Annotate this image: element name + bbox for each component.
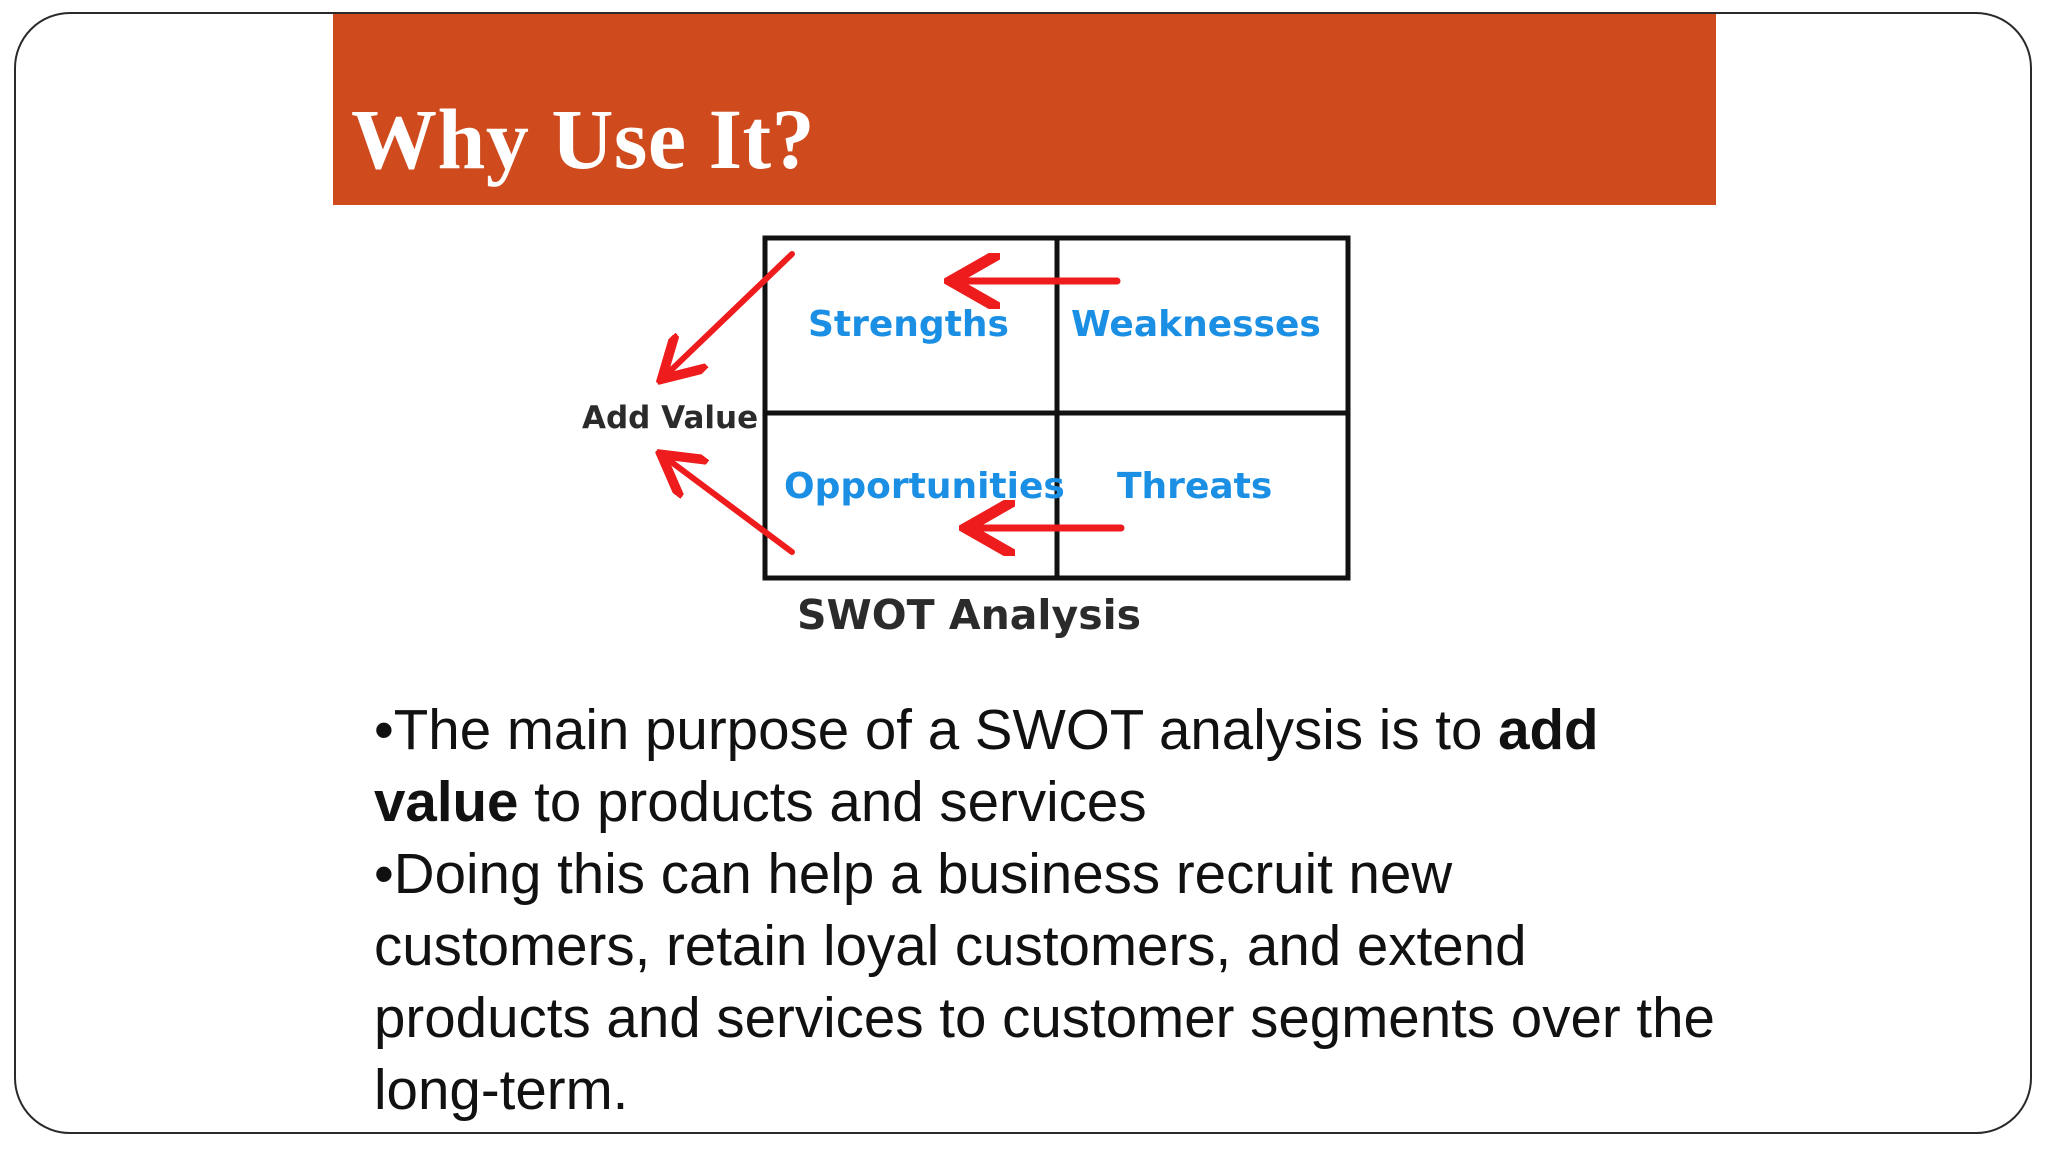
slide-title: Why Use It? [351,91,816,187]
add-value-label: Add Value [582,400,758,436]
body-text: •The main purpose of a SWOT analysis is … [374,694,1734,1126]
strengths-label: Strengths [808,304,1009,345]
threats-label: Threats [1117,466,1272,507]
bullet-item: •Doing this can help a business recruit … [374,838,1734,1126]
bullet-item: •The main purpose of a SWOT analysis is … [374,694,1734,838]
strengths-to-add-value-arrow [666,251,795,375]
bullet-text: to products and services [518,770,1147,833]
bullet-text: Doing this can help a business recruit n… [374,842,1715,1121]
bullet-marker: • [374,842,394,905]
swot-analysis-caption: SWOT Analysis [797,591,1141,639]
weaknesses-label: Weaknesses [1071,304,1321,345]
opportunities-label: Opportunities [784,466,1065,507]
bullet-marker: • [374,698,394,761]
bullet-text: The main purpose of a SWOT analysis is t… [393,698,1499,761]
opportunities-to-add-value-arrow [666,458,795,555]
bullet-emphasis: add value [374,698,1599,833]
title-bar: Why Use It? [333,14,1716,205]
